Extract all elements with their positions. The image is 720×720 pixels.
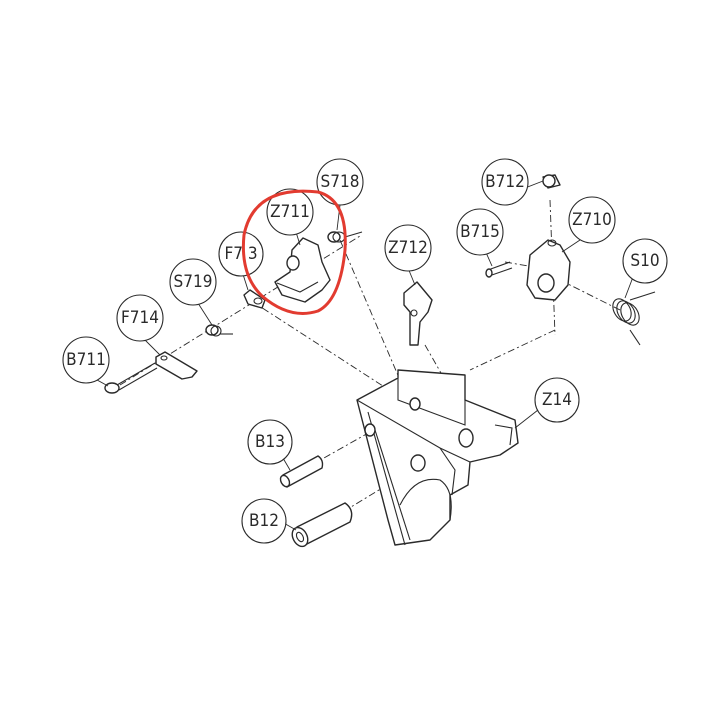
label-s718: S718 [316,158,364,206]
label-z712-text: Z712 [388,238,428,258]
label-s718-text: S718 [321,172,360,192]
part-b711-pin [104,362,158,394]
part-z14-housing [356,369,519,546]
label-z711: Z711 [266,188,314,236]
label-z710: Z710 [568,196,616,244]
label-b13-text: B13 [255,432,285,452]
label-b12: B12 [241,498,287,544]
label-b712-text: B712 [485,172,525,192]
part-z711-lever [274,237,331,303]
part-b712-bushing [542,174,561,189]
label-f713: F7 3 [218,231,264,277]
label-s10: S10 [622,238,668,284]
part-f714-plate [155,351,198,380]
part-b13-pin [279,455,324,488]
label-z712: Z712 [384,224,432,272]
label-z710-text: Z710 [572,210,612,230]
label-b13: B13 [247,419,293,465]
part-s10-coil-spring [612,291,656,346]
part-s719-spring [205,324,233,337]
label-b711-text: B711 [66,350,106,370]
label-z711-text: Z711 [270,202,310,222]
label-f713-text: F7 3 [224,244,257,264]
label-f714-text: F714 [121,308,159,328]
label-b712: B712 [481,158,529,206]
part-z712 [403,281,433,346]
label-z14-text: Z14 [542,390,572,410]
highlight-circle-z711 [241,189,347,315]
label-b715-text: B715 [460,222,500,242]
label-b715: B715 [456,208,504,256]
label-s10-text: S10 [630,251,659,271]
part-b12-pin [291,502,353,548]
part-b715-pin [485,261,513,278]
part-z710-hammer [526,239,571,301]
label-z14: Z14 [534,377,580,423]
label-b711: B711 [62,336,110,384]
label-b12-text: B12 [249,511,279,531]
label-s719-text: S719 [174,272,213,292]
part-f713 [243,289,266,309]
label-f714: F714 [116,294,164,342]
label-s719: S719 [169,258,217,306]
